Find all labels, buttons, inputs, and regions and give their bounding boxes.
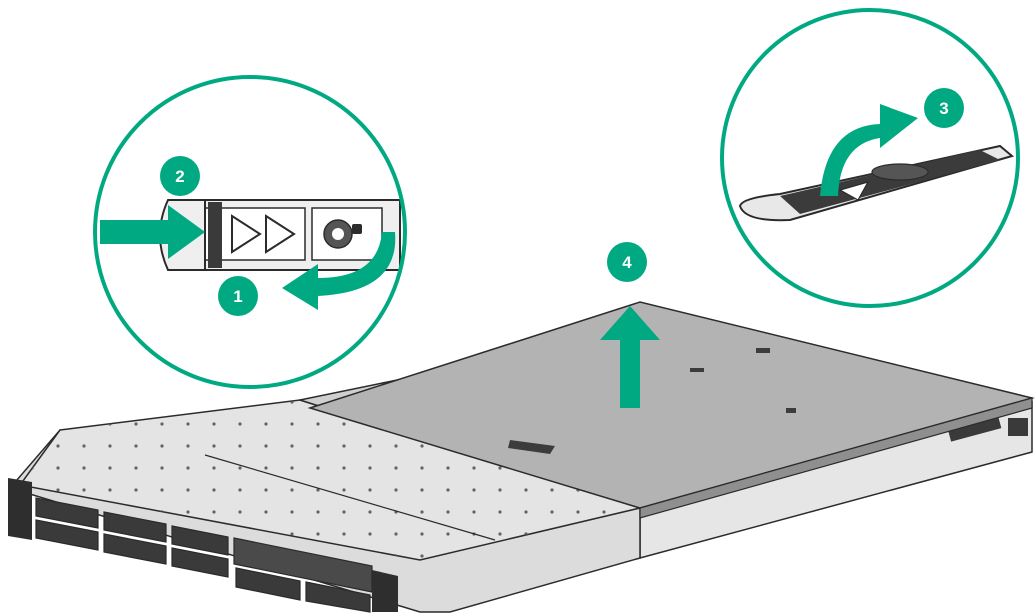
access-panel-latch[interactable] — [508, 440, 555, 454]
step-3-number: 3 — [939, 99, 948, 118]
left-rack-ear — [8, 478, 32, 540]
warning-triangle-icon — [265, 214, 296, 254]
panel-slot — [690, 368, 704, 372]
latch-release-detail: 2 1 — [93, 75, 407, 389]
drive-bay[interactable] — [235, 567, 301, 601]
drive-bay[interactable] — [103, 511, 167, 543]
push-arrow-icon — [100, 205, 205, 259]
panel-slot — [756, 348, 770, 353]
right-rack-ear — [372, 570, 398, 612]
access-panel[interactable] — [307, 301, 1035, 519]
rear-io-ports — [948, 416, 1028, 442]
step-1-number: 1 — [233, 287, 242, 306]
step-2-badge: 2 — [160, 156, 200, 196]
step-3-badge: 3 — [924, 88, 964, 128]
drive-bay[interactable] — [103, 533, 167, 565]
step-4-badge: 4 — [607, 242, 647, 282]
step-2-number: 2 — [175, 167, 184, 186]
step-4-number: 4 — [622, 253, 632, 272]
drive-bay[interactable] — [35, 519, 99, 551]
panel-slot — [786, 408, 796, 413]
drive-bay[interactable] — [305, 581, 371, 613]
drive-bay[interactable] — [171, 525, 229, 556]
latch-lift-detail: 3 — [720, 8, 1020, 308]
drive-bay[interactable] — [35, 497, 99, 529]
drive-bay[interactable] — [171, 547, 229, 578]
warning-triangle-icon — [231, 214, 262, 254]
access-panel-edge — [639, 397, 1033, 519]
drive-bays — [35, 497, 373, 613]
lift-arrow-icon — [820, 104, 918, 196]
rotate-arrow-icon — [282, 232, 396, 310]
padlock-icon — [323, 219, 362, 249]
step-1-badge: 1 — [218, 276, 258, 316]
up-arrow-icon — [600, 306, 660, 408]
